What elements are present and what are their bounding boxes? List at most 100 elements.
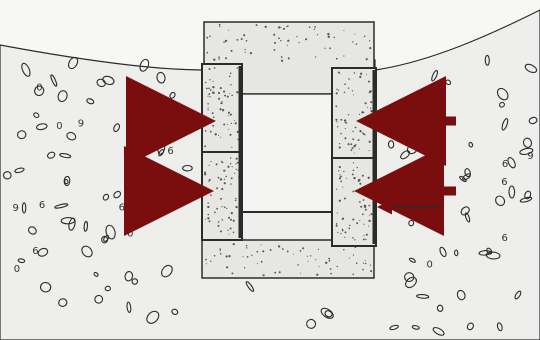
stipple-dot xyxy=(229,133,232,136)
pebble xyxy=(81,245,93,258)
stipple-dot xyxy=(359,75,362,79)
pebble xyxy=(389,324,399,331)
stipple-dot xyxy=(293,253,295,255)
stipple-dot xyxy=(224,94,227,97)
stipple-dot xyxy=(274,271,277,274)
stipple-dot xyxy=(278,37,280,40)
soil-scribble: 0 xyxy=(36,83,42,94)
stipple-dot xyxy=(211,112,214,115)
pebble xyxy=(445,79,452,86)
pebble xyxy=(58,298,68,307)
stipple-dot xyxy=(219,178,223,181)
stipple-dot xyxy=(228,233,230,235)
pebble xyxy=(16,130,27,140)
soil-scribble: 0 xyxy=(427,260,433,271)
stipple-dot xyxy=(341,217,345,220)
stipple-dot xyxy=(344,137,347,140)
stipple-dot xyxy=(206,188,208,191)
pebble xyxy=(17,258,26,264)
pebble xyxy=(86,98,95,105)
pebble xyxy=(306,318,317,329)
stipple-dot xyxy=(207,205,210,209)
stipple-dot xyxy=(278,271,281,274)
stipple-dot xyxy=(226,266,229,269)
pebble xyxy=(113,123,121,133)
soil-scribble: 9 xyxy=(13,203,19,214)
pebble xyxy=(83,220,89,232)
pebble xyxy=(33,112,40,119)
stipple-dot xyxy=(335,223,338,225)
stipple-dot xyxy=(286,25,288,28)
soil-scribble: 6 xyxy=(501,177,507,188)
pebble xyxy=(464,212,471,223)
stipple-dot xyxy=(207,217,210,220)
pebble xyxy=(171,308,179,315)
stipple-dot xyxy=(314,56,317,58)
stipple-dot xyxy=(208,220,211,223)
stipple-dot xyxy=(302,247,305,250)
stipple-dot xyxy=(344,128,346,130)
pebble xyxy=(524,190,532,200)
pebble xyxy=(47,151,56,159)
stipple-dot xyxy=(316,34,319,36)
stipple-dot xyxy=(338,142,341,145)
stipple-dot xyxy=(308,26,311,29)
stipple-dot xyxy=(232,231,235,234)
stipple-dot xyxy=(354,33,356,35)
stipple-dot xyxy=(298,41,300,44)
stipple-dot xyxy=(245,39,248,42)
pebble xyxy=(519,147,534,156)
pebble xyxy=(464,168,471,178)
stipple-dot xyxy=(369,47,372,50)
stipple-dot xyxy=(329,268,332,270)
stipple-dot xyxy=(287,39,290,42)
stipple-dot xyxy=(338,170,340,172)
stipple-dot xyxy=(354,246,357,249)
stipple-dot xyxy=(220,197,222,200)
stipple-dot xyxy=(237,161,240,164)
stipple-dot xyxy=(314,26,316,28)
stipple-dot xyxy=(335,57,338,60)
stipple-dot xyxy=(286,250,289,253)
stipple-dot xyxy=(229,72,232,75)
stipple-dot xyxy=(351,90,354,92)
stipple-dot xyxy=(240,38,243,40)
stipple-dot xyxy=(355,43,358,45)
stipple-dot xyxy=(348,227,351,230)
stipple-dot xyxy=(343,119,347,122)
stipple-dot xyxy=(224,39,228,43)
stipple-dot xyxy=(341,229,344,232)
stipple-dot xyxy=(362,132,364,134)
stipple-dot xyxy=(219,87,222,90)
stipple-dot xyxy=(269,248,272,251)
stipple-dot xyxy=(260,260,263,263)
stipple-dot xyxy=(230,177,233,180)
stipple-dot xyxy=(347,87,350,89)
stipple-dot xyxy=(366,74,368,76)
stipple-dot xyxy=(369,107,372,109)
stipple-dot xyxy=(361,111,364,114)
stipple-dot xyxy=(209,89,212,91)
soil-scribble: 9 xyxy=(78,119,84,130)
stipple-dot xyxy=(354,126,357,129)
stipple-dot xyxy=(273,48,276,51)
stipple-dot xyxy=(212,116,215,118)
stipple-dot xyxy=(345,121,348,124)
stipple-dot xyxy=(234,172,236,174)
stipple-dot xyxy=(217,176,220,179)
stipple-dot xyxy=(231,272,234,275)
stipple-dot xyxy=(346,177,348,179)
pebble xyxy=(14,167,25,174)
stipple-dot xyxy=(359,72,363,75)
stipple-dot xyxy=(352,138,355,141)
pebble xyxy=(131,278,139,285)
stipple-dot xyxy=(363,235,365,237)
pebble xyxy=(28,226,37,235)
pebble xyxy=(93,271,99,277)
stipple-dot xyxy=(213,58,216,61)
pebble xyxy=(522,137,533,148)
stipple-dot xyxy=(352,254,355,256)
stipple-dot xyxy=(344,122,346,124)
stipple-dot xyxy=(286,44,288,46)
